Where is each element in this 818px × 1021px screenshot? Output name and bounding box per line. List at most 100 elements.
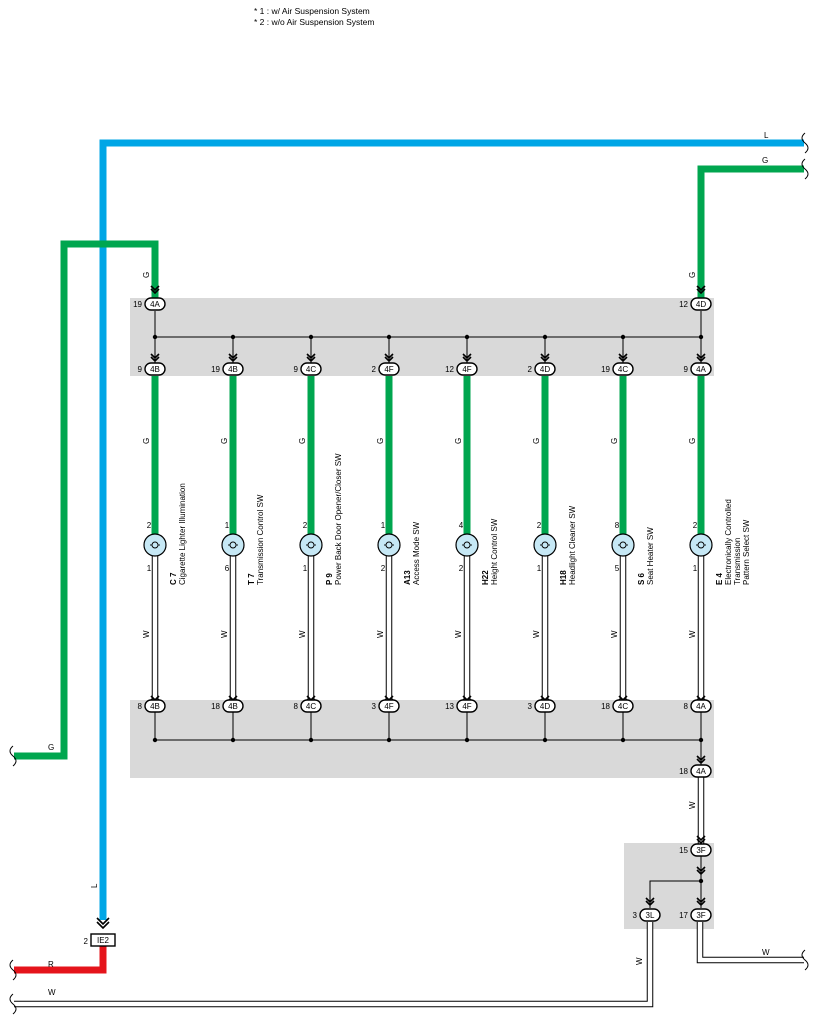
connector-bottom-4-shape xyxy=(378,699,400,713)
connector-box3-right-label: 3F xyxy=(696,911,705,920)
chevron-top-3 xyxy=(306,353,316,363)
connector-bottom-5-pin: 13 xyxy=(445,702,454,711)
switch-code-1: C 7 xyxy=(169,572,178,585)
switch-pin-bottom-4: 2 xyxy=(381,564,386,573)
chevron-box3-mid xyxy=(696,866,706,876)
switch-icon-4 xyxy=(377,533,401,557)
switch-name-2: Transmission Control SW xyxy=(256,494,265,585)
switch-icon-5 xyxy=(455,533,479,557)
splice-lower-2 xyxy=(230,737,236,743)
chevron-lower-out xyxy=(696,755,706,765)
connector-top-2-shape xyxy=(222,362,244,376)
wire-label-l-vertical: L xyxy=(90,883,99,888)
switch-pin-bottom-7: 5 xyxy=(615,564,620,573)
wire-label-w-5: W xyxy=(454,630,463,638)
chevron-box3-top xyxy=(696,835,706,845)
wire-label-w-box3-left: W xyxy=(635,957,644,965)
splice-lower-5 xyxy=(464,737,470,743)
connector-upper-left-pin: 19 xyxy=(133,300,142,309)
chevron-top-1 xyxy=(150,353,160,363)
chevron-top-5 xyxy=(462,353,472,363)
switch-pin-top-2: 1 xyxy=(225,521,230,530)
connector-top-7-pin: 19 xyxy=(601,365,610,374)
connector-bottom-3-label: 4C xyxy=(306,702,316,711)
connector-top-1-label: 4B xyxy=(150,365,160,374)
connector-bottom-7-shape xyxy=(612,699,634,713)
switch-name-line1-8: Electronically Controlled xyxy=(724,499,733,585)
green-wire-top-right xyxy=(697,165,804,298)
connector-bottom-1-pin: 8 xyxy=(138,702,143,711)
switch-code-4: A13 xyxy=(403,570,412,585)
wire-label-w-3: W xyxy=(298,630,307,638)
splice-upper-2 xyxy=(230,334,236,340)
connector-bottom-2: 18 4B xyxy=(211,699,244,713)
switch-pin-bottom-8: 1 xyxy=(693,564,698,573)
connector-box3-right-shape xyxy=(690,908,712,922)
splice-lower-6 xyxy=(542,737,548,743)
switch-icon-7 xyxy=(611,533,635,557)
switch-pin-top-5: 4 xyxy=(459,521,464,530)
splice-lower-1 xyxy=(152,737,158,743)
connector-top-3-label: 4C xyxy=(306,365,316,374)
connector-top-6-label: 4D xyxy=(540,365,550,374)
switch-name-5: Height Control SW xyxy=(490,518,499,585)
wire-label-g-5: G xyxy=(454,438,463,444)
switch-pin-top-1: 2 xyxy=(147,521,152,530)
connector-top-2: 19 4B xyxy=(211,362,244,376)
wire-label-g-right: G xyxy=(762,156,768,165)
switch-pin-top-6: 2 xyxy=(537,521,542,530)
connector-bottom-2-label: 4B xyxy=(228,702,238,711)
break-marks xyxy=(9,132,809,1015)
chevron-top-6 xyxy=(540,353,550,363)
connector-bottom-1-label: 4B xyxy=(150,702,160,711)
connector-top-5-pin: 12 xyxy=(445,365,454,374)
chevron-upper-right xyxy=(696,285,706,295)
wire-label-g-4: G xyxy=(376,438,385,444)
blue-wire-L xyxy=(99,139,804,920)
chevron-box3-left xyxy=(645,897,655,907)
connector-bottom-2-pin: 18 xyxy=(211,702,220,711)
wire-label-g-6: G xyxy=(532,438,541,444)
ie2-box xyxy=(90,933,116,947)
connector-box3-left-shape xyxy=(639,908,661,922)
switch-name-line3-8: Pattern Select SW xyxy=(742,519,751,585)
connector-top-2-pin: 19 xyxy=(211,365,220,374)
wire-label-w-6: W xyxy=(532,630,541,638)
connector-bottom-8-shape xyxy=(690,699,712,713)
splice-upper-1 xyxy=(152,334,158,340)
wire-label-w-8: W xyxy=(688,630,697,638)
connector-top-1-shape xyxy=(144,362,166,376)
connector-top-2-label: 4B xyxy=(228,365,238,374)
connector-bottom-6-pin: 3 xyxy=(528,702,533,711)
connector-lower-out-shape xyxy=(690,764,712,778)
connector-box3-right-pin: 17 xyxy=(679,911,688,920)
switch-name-3: Power Back Door Opener/Closer SW xyxy=(334,453,343,585)
wire-label-w-right: W xyxy=(762,948,770,957)
splice-upper-6 xyxy=(542,334,548,340)
switch-icon-6 xyxy=(533,533,557,557)
box3-bus xyxy=(649,856,702,908)
wire-label-w-lower: W xyxy=(688,801,697,809)
connector-box3-left-label: 3L xyxy=(646,911,655,920)
wire-label-w-7: W xyxy=(610,630,619,638)
connector-top-6-shape xyxy=(534,362,556,376)
switch-pin-top-7: 8 xyxy=(615,521,620,530)
ie2-pin: 2 xyxy=(84,937,89,946)
splice-upper-7 xyxy=(620,334,626,340)
junction-block-lower xyxy=(130,700,714,778)
splice-lower-3 xyxy=(308,737,314,743)
